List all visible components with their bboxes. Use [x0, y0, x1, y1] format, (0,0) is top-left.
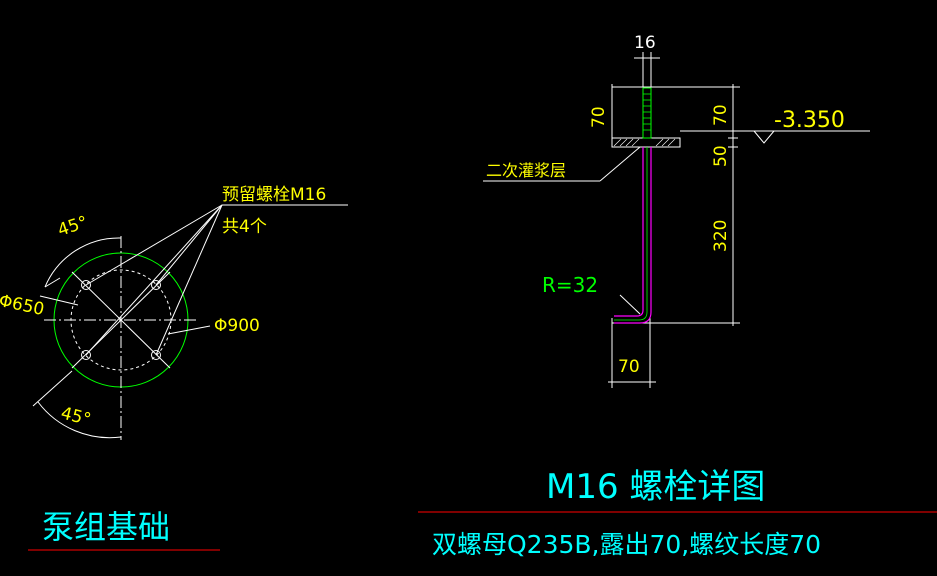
bolt-hole: [81, 280, 91, 290]
bolt-leader: [85, 204, 223, 286]
dia-inner-label: Φ650: [0, 291, 46, 320]
grout-layer: [611, 137, 681, 148]
angle-label-bottom: 45°: [59, 403, 93, 430]
grout-label: 二次灌浆层: [486, 161, 566, 180]
angle-arc-top: [44, 237, 122, 288]
angle-arc-bottom: [37, 401, 122, 439]
bolt-thread: [642, 87, 652, 139]
bolt-leader: [85, 204, 223, 356]
dim-line-outer: [167, 325, 211, 335]
bolt-shank: [614, 147, 644, 317]
dim-embed-label: 320: [711, 220, 731, 252]
bolt-shank-inner: [614, 147, 652, 324]
bolt-hole: [81, 350, 91, 360]
dim-hook-label: 70: [618, 357, 640, 377]
dim-top-left-label: 70: [589, 106, 609, 128]
left-title: 泵组基础: [42, 508, 170, 546]
bolt-label-line1: 预留螺栓M16: [222, 185, 326, 205]
angle-label-top: 45°: [55, 212, 90, 240]
elevation-label: -3.350: [774, 108, 845, 133]
bolt-leader: [155, 204, 223, 286]
dia-outer-label: Φ900: [214, 316, 260, 336]
bolt-hole: [151, 280, 161, 290]
anchor-bolt: [614, 87, 652, 324]
bolt-note: 双螺母Q235B,露出70,螺纹长度70: [432, 530, 821, 559]
dim-line-inner: [39, 295, 79, 306]
dim-width-label: 16: [634, 33, 656, 53]
pump-foundation-plan: [32, 204, 348, 440]
bolt-label-line2: 共4个: [222, 217, 267, 237]
dim-top-right-label: 70: [711, 104, 731, 126]
elevation-symbol: [753, 130, 775, 144]
radius-leader: [619, 294, 641, 315]
bolt-detail: [483, 52, 870, 388]
dim-grout-label: 50: [711, 145, 731, 167]
bolt-hole: [151, 350, 161, 360]
bolt-leader: [155, 204, 223, 356]
radius-label: R=32: [542, 273, 598, 297]
right-title: M16 螺栓详图: [546, 467, 765, 507]
